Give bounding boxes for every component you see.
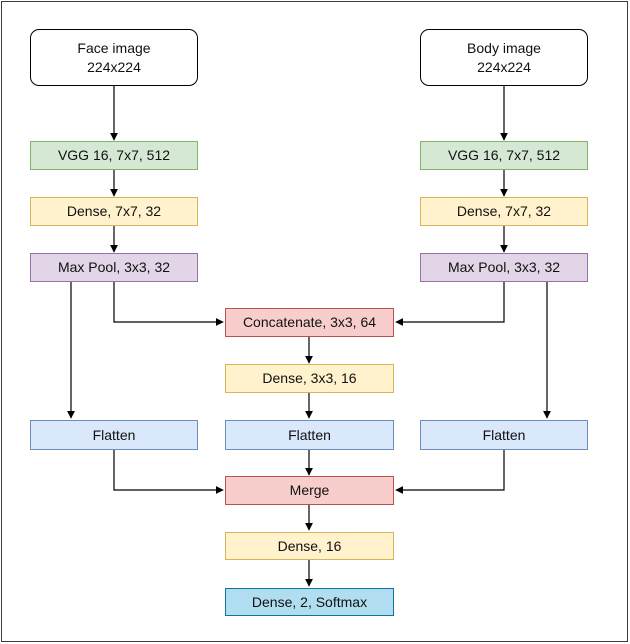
flatten-right-node: Flatten — [420, 420, 588, 450]
dense-16-node: Dense, 16 — [225, 532, 394, 560]
softmax-output-node: Dense, 2, Softmax — [225, 588, 394, 616]
merge-node: Merge — [225, 476, 394, 505]
face-image-input-node: Face image 224x224 — [30, 29, 198, 86]
flatten-left-node: Flatten — [30, 420, 198, 450]
face-image-size: 224x224 — [87, 58, 141, 75]
concatenate-node: Concatenate, 3x3, 64 — [225, 308, 394, 337]
maxpool-right-node: Max Pool, 3x3, 32 — [420, 253, 588, 282]
edge-flatten-left-to-merge — [113, 450, 224, 494]
vgg-right-node: VGG 16, 7x7, 512 — [420, 141, 588, 170]
body-image-title: Body image — [467, 39, 541, 56]
flatten-mid-node: Flatten — [225, 420, 394, 450]
maxpool-left-node: Max Pool, 3x3, 32 — [30, 253, 198, 282]
vgg-left-node: VGG 16, 7x7, 512 — [30, 141, 198, 170]
edge-pool-left-to-concat — [113, 282, 224, 326]
dense-right-node: Dense, 7x7, 32 — [420, 197, 588, 226]
edge-flatten-right-to-merge — [395, 450, 505, 494]
dense-left-node: Dense, 7x7, 32 — [30, 197, 198, 226]
face-image-title: Face image — [77, 39, 151, 56]
body-image-size: 224x224 — [477, 58, 531, 75]
edge-pool-right-to-concat — [395, 282, 505, 326]
body-image-input-node: Body image 224x224 — [420, 29, 588, 86]
dense-mid-node: Dense, 3x3, 16 — [225, 364, 394, 393]
